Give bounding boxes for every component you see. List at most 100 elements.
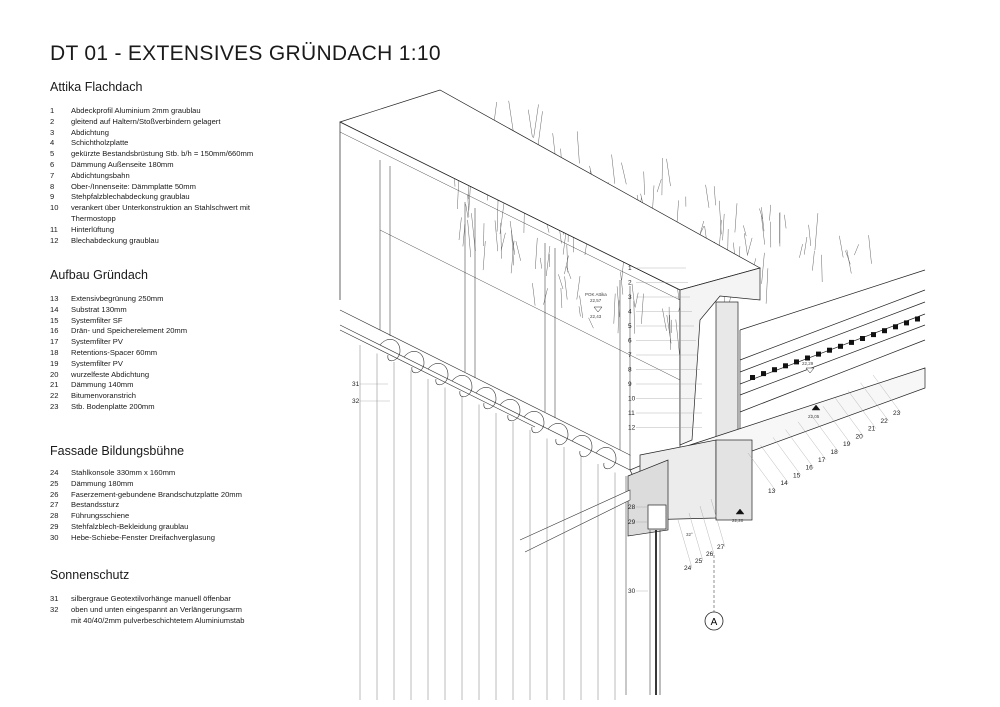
legend-item-text: Dämmung 140mm: [71, 380, 134, 390]
grass-stroke: [803, 236, 808, 255]
grass-stroke: [558, 274, 564, 290]
grass-stroke: [500, 232, 506, 251]
legend-item-text: Bitumenvoranstrich: [71, 391, 136, 401]
grass-stroke: [465, 204, 469, 219]
legend-item-number: 29: [50, 521, 59, 531]
grass-stroke: [500, 222, 502, 259]
grass-stroke: [868, 235, 872, 264]
legend-item-text: Stehpfalzblechabdeckung graublau: [71, 192, 190, 202]
grass-stroke: [467, 194, 470, 217]
grass-stroke: [656, 179, 662, 193]
legend-item-number: 3: [50, 127, 55, 137]
grass-stroke: [533, 104, 539, 139]
drainage-cell: [893, 324, 898, 330]
callout-leader: [747, 452, 777, 492]
callout-3: 3: [628, 294, 632, 301]
callout-labels: 1234567891011121314151617181920212223242…: [352, 265, 902, 595]
legend-item-text: Systemfilter PV: [71, 337, 123, 347]
callout-leader: [785, 429, 814, 468]
legend-item-text: Schichtholzplatte: [71, 138, 129, 148]
grass-stroke: [537, 111, 543, 148]
grass-stroke: [579, 295, 584, 319]
legend-item-number: 22: [50, 391, 59, 401]
section-heading-attika: Attika Flachdach: [50, 80, 143, 94]
drainage-cell: [838, 343, 843, 349]
drainage-cell: [794, 359, 799, 365]
callout-20: 20: [856, 433, 864, 440]
callout-leader: [688, 512, 704, 562]
legend-item-number: 28: [50, 511, 59, 521]
grass-stroke: [784, 214, 787, 229]
legend-item-7: 7 Abdichtungsbahn: [50, 171, 253, 182]
grass-stroke: [564, 276, 568, 300]
legend-item-text: Hebe-Schiebe-Fenster Dreifachverglasung: [71, 532, 215, 542]
grass-stroke: [662, 308, 667, 331]
callout-leader: [835, 398, 864, 437]
legend-item-text: Dämmung 180mm: [71, 478, 134, 488]
grass-stroke: [854, 244, 859, 256]
legend-item-text: Substrat 130mm: [71, 304, 127, 314]
legend-item-text: Abdeckprofil Aluminium 2mm graublau: [71, 106, 201, 115]
callout-leader: [872, 374, 902, 414]
grass-stroke: [578, 306, 581, 317]
grass-stroke: [510, 240, 515, 274]
callout-leader: [810, 413, 839, 453]
callout-26: 26: [706, 551, 714, 558]
drainage-cell: [915, 316, 920, 322]
legend-item-number: 24: [50, 468, 59, 477]
callout-29: 29: [628, 519, 636, 526]
grass-stroke: [548, 253, 550, 267]
grass-stroke: [643, 171, 645, 195]
section-heading-gruendach: Aufbau Gründach: [50, 268, 148, 282]
callout-16: 16: [806, 465, 814, 472]
legend-item-text: Ober-/Innenseite: Dämmplatte 50mm: [71, 181, 196, 191]
grass-stroke: [761, 207, 765, 232]
legend-item-text: Systemfilter SF: [71, 315, 123, 325]
callout-23: 23: [893, 410, 901, 417]
legend-item-number: 32: [50, 604, 59, 614]
legend-item-number: 5: [50, 149, 55, 159]
grass-stroke: [761, 215, 765, 245]
callout-leader: [797, 421, 827, 460]
legend-item-number: 7: [50, 170, 55, 180]
legend-item-text: Extensivbegrünung 250mm: [71, 294, 164, 303]
callout-32: 32: [352, 398, 360, 405]
grass-stroke: [722, 213, 725, 241]
legend-item-text: Abdichtungsbahn: [71, 170, 130, 180]
curtain-fabric-lines: [359, 345, 616, 700]
grass-stroke: [661, 157, 663, 196]
grass-stroke: [821, 254, 823, 283]
grass-stroke: [713, 186, 716, 206]
level-attika-value-1: 22,57: [590, 298, 602, 303]
legend-item-number: 31: [50, 594, 59, 603]
grass-stroke: [482, 241, 486, 271]
level-marks: [593, 306, 821, 515]
grass-stroke: [564, 255, 569, 275]
callout-7: 7: [628, 352, 632, 359]
grass-stroke: [616, 286, 620, 318]
legend-item-number: 23: [50, 401, 59, 411]
legend-item-number: 10: [50, 203, 59, 213]
callout-8: 8: [628, 367, 632, 374]
drainage-cell: [904, 320, 909, 326]
callout-2: 2: [628, 280, 632, 287]
legend-item-number: 30: [50, 532, 59, 542]
legend-item-text: Hinterlüftung: [71, 224, 115, 234]
callout-11: 11: [628, 410, 635, 417]
grass-stroke: [759, 208, 763, 220]
grass-stroke: [743, 233, 748, 256]
callout-leader: [699, 505, 715, 555]
page-title: DT 01 - EXTENSIVES GRÜNDACH 1:10: [50, 42, 441, 65]
